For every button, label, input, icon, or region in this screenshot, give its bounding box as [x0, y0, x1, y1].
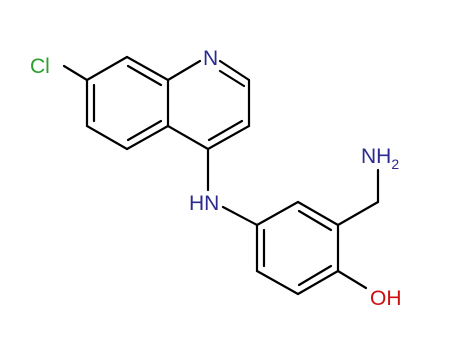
- ring-nitrogen-atom-label: N: [203, 47, 218, 70]
- quinoline-benzo-ring: [85, 55, 170, 151]
- chlorine-atom-label: Cl: [30, 55, 50, 78]
- hydroxyl-atom-label: OH: [370, 287, 402, 310]
- phenol-ring: [255, 200, 340, 296]
- bond-c-oh: [336, 269, 368, 290]
- amine-nh-atom-label: HN: [189, 192, 219, 215]
- amino-subscript: 2: [391, 156, 399, 172]
- quinoline-pyridine-ring: [166, 59, 251, 151]
- amino-nh-text: NH: [361, 145, 391, 168]
- bond-nh-c: [221, 205, 259, 227]
- bond-c-cl: [62, 64, 89, 82]
- amino-nh2-atom-label: NH2: [361, 145, 399, 172]
- bond-c-ch2: [336, 200, 380, 227]
